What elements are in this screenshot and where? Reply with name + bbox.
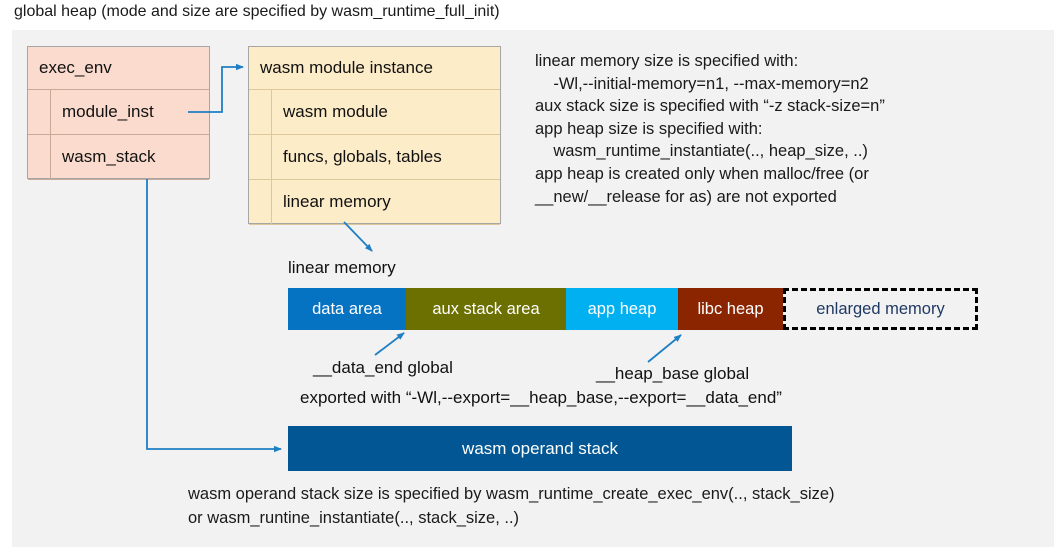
exec-env-field-wasm-stack: wasm_stack — [28, 135, 209, 180]
linear-memory-notes: linear memory size is specified with: -W… — [535, 52, 885, 206]
exec-env-header-label: exec_env — [39, 58, 112, 77]
module-instance-field-label: wasm module — [283, 102, 388, 121]
memory-segment-aux-stack-area: aux stack area — [406, 288, 566, 330]
module-instance-field-label: linear memory — [283, 192, 391, 211]
page-title: global heap (mode and size are specified… — [14, 3, 500, 20]
module-instance-field-funcs-globals-tables: funcs, globals, tables — [249, 135, 500, 180]
operand-stack-note: wasm operand stack size is specified by … — [188, 485, 835, 527]
memory-segment-enlarged-memory: enlarged memory — [783, 288, 978, 330]
wasm-operand-stack-box: wasm operand stack — [288, 426, 792, 471]
module-instance-field-label: funcs, globals, tables — [283, 147, 442, 166]
exec-env-box: exec_env module_inst wasm_stack — [27, 46, 210, 180]
linear-memory-label: linear memory — [288, 258, 396, 277]
annotation-data-end: __data_end global — [313, 358, 453, 377]
module-instance-field-wasm-module: wasm module — [249, 90, 500, 135]
indent-gutter — [249, 90, 272, 134]
indent-gutter — [28, 90, 51, 134]
module-instance-header: wasm module instance — [249, 47, 500, 90]
linear-memory-bar: data area aux stack area app heap libc h… — [288, 288, 978, 330]
indent-gutter — [28, 135, 51, 179]
exec-env-field-module-inst: module_inst — [28, 90, 209, 135]
module-instance-field-linear-memory: linear memory — [249, 180, 500, 225]
exec-env-field-label: wasm_stack — [62, 147, 156, 166]
annotation-exported: exported with “-Wl,--export=__heap_base,… — [300, 388, 782, 407]
indent-gutter — [249, 180, 272, 224]
memory-segment-data-area: data area — [288, 288, 406, 330]
module-instance-header-label: wasm module instance — [260, 58, 433, 77]
memory-segment-libc-heap: libc heap — [678, 288, 783, 330]
annotation-heap-base: __heap_base global — [596, 364, 750, 383]
exec-env-field-label: module_inst — [62, 102, 154, 121]
wasm-module-instance-box: wasm module instance wasm module funcs, … — [248, 46, 501, 225]
indent-gutter — [249, 135, 272, 179]
exec-env-header: exec_env — [28, 47, 209, 90]
memory-segment-app-heap: app heap — [566, 288, 678, 330]
